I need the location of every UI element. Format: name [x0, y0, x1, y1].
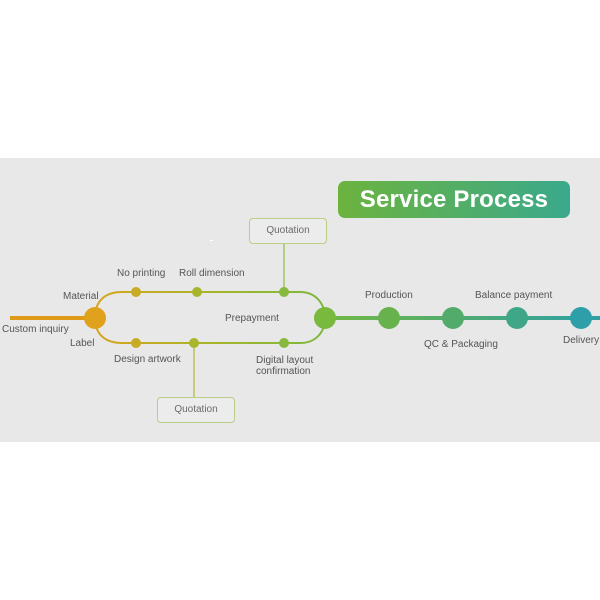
label-digital-layout-line2: confirmation [256, 366, 311, 377]
node-delivery [570, 307, 592, 329]
node-custom-inquiry [84, 307, 106, 329]
service-process-title: Service Process [338, 181, 570, 218]
loop-track [93, 291, 327, 344]
label-no-printing: No printing [117, 268, 166, 279]
label-balance-payment: Balance payment [475, 290, 553, 301]
quotation-box-top: Quotation [249, 218, 327, 244]
label-delivery: Delivery [563, 335, 600, 346]
label-roll-dimension: Roll dimension [179, 268, 245, 279]
label-digital-layout-line1: Digital layout [256, 355, 314, 366]
node-balance-payment [506, 307, 528, 329]
label-production: Production [365, 290, 413, 301]
node-roll-dimension [192, 287, 202, 297]
node-design-artwork [131, 338, 141, 348]
node-digital-layout [279, 338, 289, 348]
label-qc-packaging: QC & Packaging [424, 339, 498, 350]
node-no-printing [131, 287, 141, 297]
node-qc-packaging [442, 307, 464, 329]
node-quotation-bottom [189, 338, 199, 348]
label-prepayment: Prepayment [225, 313, 279, 324]
label-design-artwork: Design artwork [114, 354, 181, 365]
quotation-box-bottom: Quotation [157, 397, 235, 423]
faint-mark [210, 240, 213, 241]
label-label: Label [70, 338, 95, 349]
label-material: Material [63, 291, 99, 302]
node-production [378, 307, 400, 329]
node-prepayment [314, 307, 336, 329]
node-quotation-top [279, 287, 289, 297]
label-custom-inquiry: Custom inquiry [2, 324, 69, 335]
